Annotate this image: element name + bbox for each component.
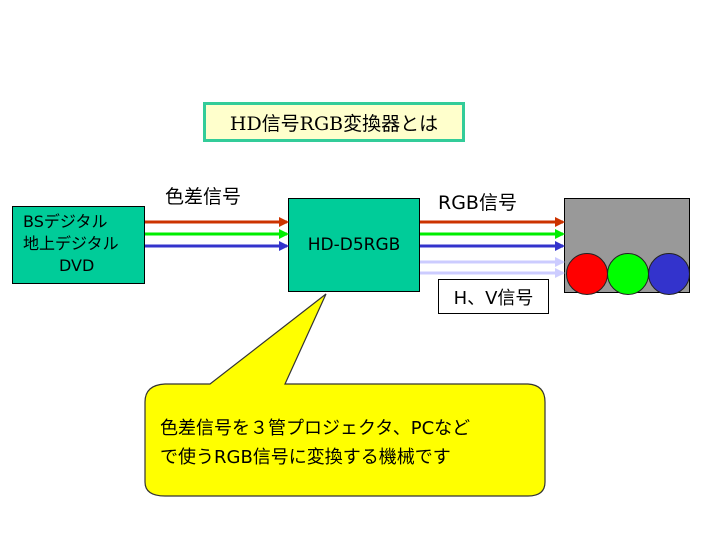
red-dot: [566, 253, 608, 295]
source-bs-digital: BSデジタル: [23, 212, 108, 231]
output-signal-label: RGB信号: [438, 192, 517, 214]
callout-line-2: で使うRGB信号に変換する機械です: [160, 447, 451, 468]
page-title-text: HD信号RGB変換器とは: [229, 112, 439, 135]
page-title: HD信号RGB変換器とは: [203, 102, 465, 142]
sync-signal-label: H、V信号: [453, 287, 534, 309]
input-signal-label: 色差信号: [165, 186, 242, 208]
blue-dot: [648, 253, 690, 295]
source-box: BSデジタル 地上デジタル DVD: [12, 206, 145, 284]
callout-line-1: 色差信号を３管プロジェクタ、PCなど: [160, 418, 471, 439]
converter-box: HD-D5RGB: [288, 198, 420, 292]
source-terrestrial-digital: 地上デジタル: [23, 234, 119, 253]
callout-text: 色差信号を３管プロジェクタ、PCなど で使うRGB信号に変換する機械です: [160, 414, 540, 472]
converter-label: HD-D5RGB: [307, 235, 401, 255]
callout-shape: [144, 293, 546, 497]
source-dvd: DVD: [59, 256, 95, 275]
sync-signal-box: H、V信号: [438, 279, 549, 314]
